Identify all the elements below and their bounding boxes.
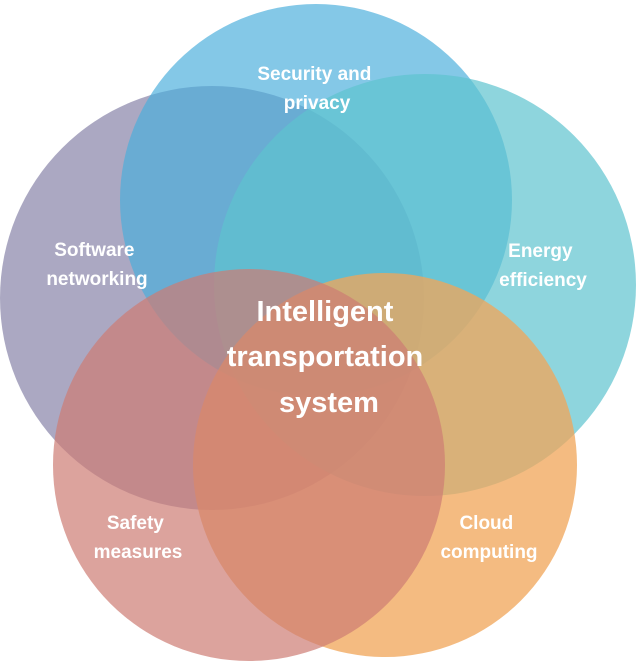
label-energy: Energy efficiency xyxy=(499,241,587,291)
label-cloud: Cloud computing xyxy=(440,513,537,563)
label-safety: Safety measures xyxy=(94,513,183,563)
label-software: Software networking xyxy=(46,240,147,290)
label-security: Security and privacy xyxy=(257,64,376,114)
circle-safety xyxy=(53,269,445,661)
center-title: Intelligent transportation system xyxy=(227,296,432,419)
